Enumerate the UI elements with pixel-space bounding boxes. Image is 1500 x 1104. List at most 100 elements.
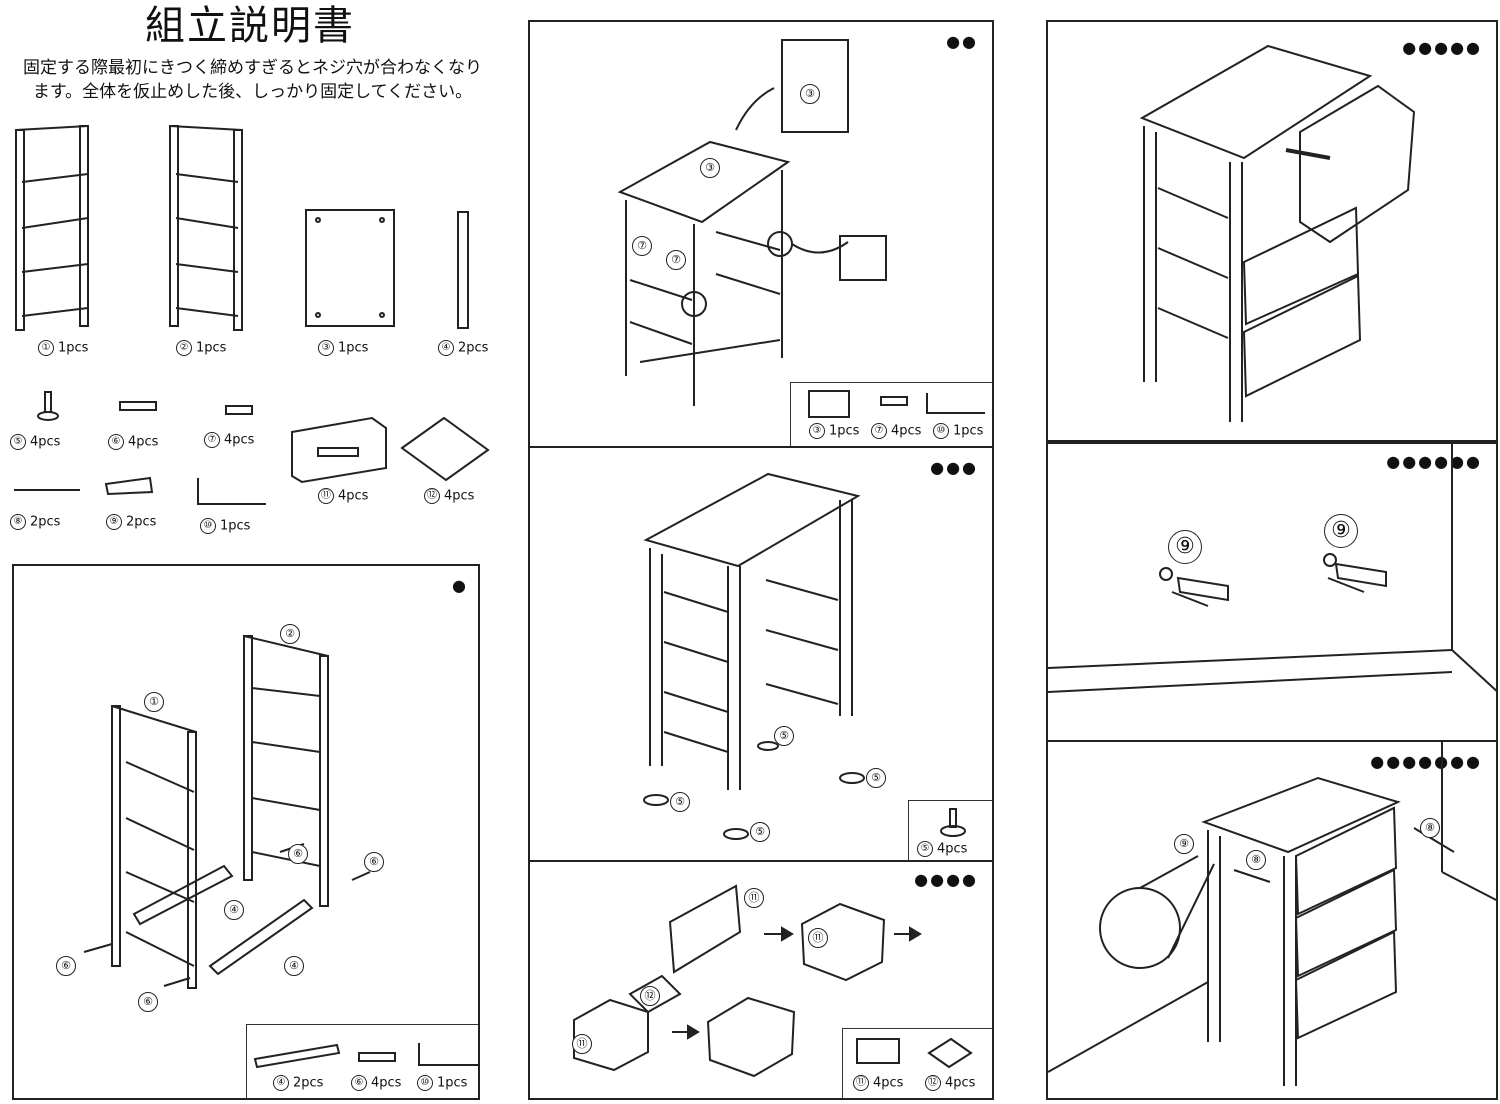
drawer-icon <box>856 1038 900 1064</box>
step-3-callout: ⑤ <box>866 768 886 788</box>
step-1-callout: ⑥ <box>288 844 308 864</box>
step-1-indicator: ● <box>452 576 468 595</box>
step-6-illustration <box>1048 442 1496 693</box>
step-2-illustration <box>617 39 887 406</box>
anchor-icon <box>104 476 154 496</box>
drawer-icon <box>668 884 742 974</box>
step-6-panel: ●●●●●● ⑨ ⑨ <box>1046 440 1498 742</box>
assembly-note-line-2: ます。全体を仮止めした後、しっかり固定してください。 <box>32 82 473 102</box>
anchor-icon <box>1176 576 1229 602</box>
step-7-callout: ⑧ <box>1246 850 1266 870</box>
step-7-indicator: ●●●●●●● <box>1370 752 1482 771</box>
assembly-note: 固定する際最初にきつく締めすぎるとネジ穴が合わなくなり ます。全体を仮止めした後… <box>0 56 505 104</box>
step-2-indicator: ●● <box>946 32 978 51</box>
parts-list-illustration <box>14 125 490 505</box>
step-6-callout: ⑨ <box>1324 514 1358 548</box>
drawer-icon <box>291 416 387 484</box>
step-5-indicator: ●●●●● <box>1402 38 1482 57</box>
step-2-callout: ③ <box>800 84 820 104</box>
hex-key-icon <box>926 393 985 414</box>
drawer-icon <box>706 996 796 1078</box>
drawer-icon <box>1294 930 1398 1040</box>
step-4-indicator: ●●●● <box>914 870 978 889</box>
step-5-panel: ●●●●● <box>1046 20 1498 444</box>
step-1-illustration <box>83 635 371 989</box>
drawer-icon <box>1242 206 1360 326</box>
manual-title: 組立説明書 <box>145 3 355 49</box>
step-7-callout: ⑧ <box>1420 818 1440 838</box>
hex-key-icon <box>197 478 266 505</box>
step-4-callout: ⑪ <box>744 888 764 908</box>
step-2-callout: ⑦ <box>666 250 686 270</box>
drawer-icon <box>1299 84 1416 244</box>
top-board-icon <box>305 209 395 327</box>
step-3-callout: ⑤ <box>774 726 794 746</box>
step-3-indicator: ●●● <box>930 458 978 477</box>
board-sheet-icon <box>628 974 682 1014</box>
step-7-panel: ●●●●●●● ⑧ ⑧ ⑨ <box>1046 740 1498 1100</box>
anchor-icon <box>1334 562 1387 588</box>
board-sheet-icon <box>927 1037 973 1069</box>
step-3-callout: ⑤ <box>750 822 770 842</box>
step-1-callout: ① <box>144 692 164 712</box>
leveling-foot-icon <box>723 828 749 840</box>
drawer-icon <box>800 902 886 982</box>
bolt-icon <box>358 1052 396 1062</box>
step-2-callout: ③ <box>700 158 720 178</box>
short-bolt-icon <box>225 405 253 415</box>
leveling-foot-icon <box>37 391 59 421</box>
step-1-callout: ② <box>280 624 300 644</box>
step-1-callout: ⑥ <box>364 852 384 872</box>
drawer-icon <box>573 998 649 1072</box>
assembly-note-line-1: 固定する際最初にきつく締めすぎるとネジ穴が合わなくなり <box>23 58 482 78</box>
step-1-callout: ④ <box>284 956 304 976</box>
step-1-callout: ④ <box>224 900 244 920</box>
drawer-icon <box>1294 868 1398 978</box>
step-3-callout: ⑤ <box>670 792 690 812</box>
bar-icon <box>253 1043 341 1069</box>
leveling-foot-icon <box>839 772 865 784</box>
step-6-callout: ⑨ <box>1168 530 1202 564</box>
side-frame-icon <box>15 125 89 331</box>
step-1-callout: ⑥ <box>138 992 158 1012</box>
step-4-callout: ⑫ <box>640 986 660 1006</box>
step-7-callout: ⑨ <box>1174 834 1194 854</box>
step-4-illustration <box>573 884 922 1078</box>
leveling-foot-icon <box>643 794 669 806</box>
step-5-illustration <box>1139 44 1416 422</box>
drawer-icon <box>1242 274 1362 398</box>
leveling-foot-icon <box>757 741 779 751</box>
short-bolt-icon <box>880 396 908 406</box>
drawer-icon <box>1294 806 1398 916</box>
step-1-callout: ⑥ <box>56 956 76 976</box>
board-sheet-icon <box>400 416 490 482</box>
